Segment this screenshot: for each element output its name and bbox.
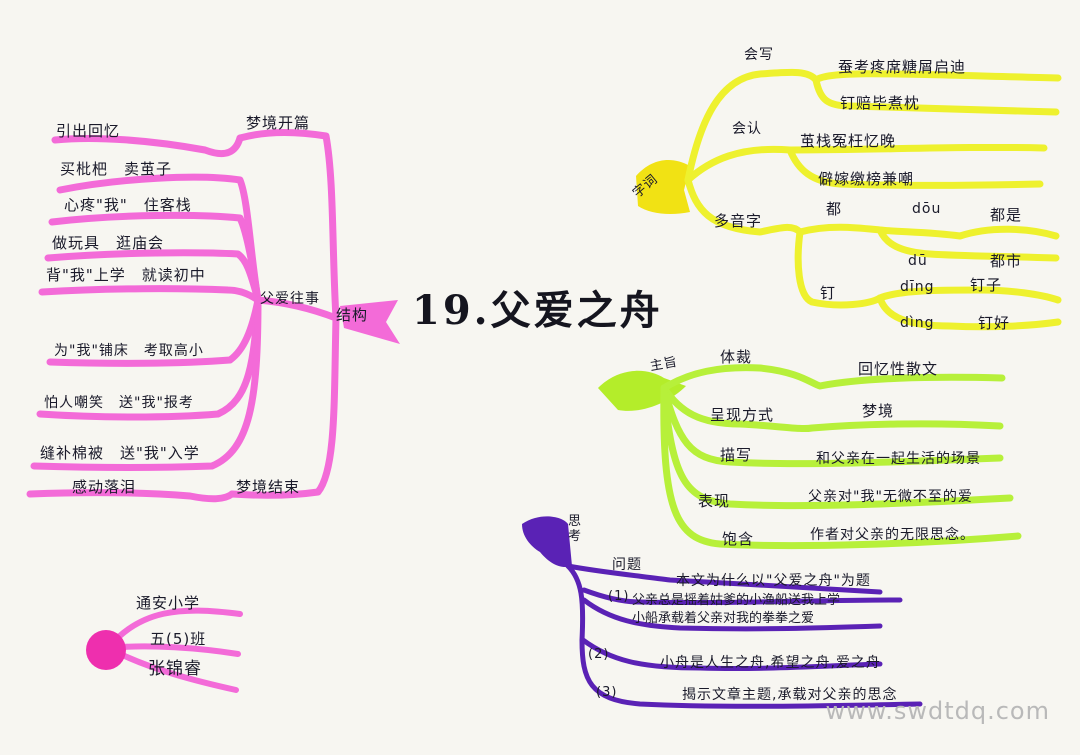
theme-row-4-key: 表现 — [698, 492, 731, 510]
structure-branch — [26, 129, 340, 503]
structure-item-6: 怕人嘲笑 送"我"报考 — [44, 395, 194, 411]
words-ding-pinyin-2: dìng — [900, 315, 935, 331]
watermark: www.swdtdq.com — [825, 697, 1050, 725]
words-write-1: 蚕考疼席糖屑启迪 — [838, 58, 967, 76]
structure-open-label: 梦境开篇 — [246, 114, 311, 132]
words-ding-char: 钉 — [820, 284, 837, 302]
words-ding-pinyin-1: dīng — [900, 279, 935, 295]
theme-row-4-value: 父亲对"我"无微不至的爱 — [808, 489, 973, 505]
words-du-char: 都 — [826, 200, 843, 218]
theme-row-5-key: 饱含 — [722, 530, 755, 548]
theme-row-5-value: 作者对父亲的无限思念。 — [810, 527, 975, 543]
think-branch — [565, 563, 923, 709]
words-read-1: 茧栈冤枉忆晚 — [800, 132, 897, 150]
words-read-label: 会认 — [732, 121, 762, 137]
link-item-7 — [30, 296, 262, 471]
theme-row-2-value: 梦境 — [862, 402, 895, 420]
author-school: 通安小学 — [136, 594, 201, 612]
structure-item-7: 缝补棉被 送"我"入学 — [40, 444, 200, 462]
words-du-word-1: 都是 — [990, 206, 1023, 224]
link-item-4 — [38, 285, 262, 304]
words-write-2: 钉赔毕煮枕 — [840, 94, 921, 112]
words-du-pinyin-1: dōu — [912, 201, 942, 217]
words-ding-word-1: 钉子 — [970, 276, 1003, 294]
think-answer-1b: 小船承载着父亲对我的拳拳之爱 — [632, 611, 815, 626]
theme-branch — [660, 364, 1022, 550]
page-title: 19.父爱之舟 — [412, 287, 663, 334]
think-num-2: (2) — [588, 647, 610, 662]
link-moved — [26, 489, 236, 503]
words-du-word-2: 都市 — [990, 252, 1023, 270]
think-num-1: (1) — [608, 589, 630, 604]
think-num-3: (3) — [596, 685, 618, 700]
structure-moved-label: 感动落泪 — [72, 478, 137, 496]
think-answer-1a: 父亲总是摇着姑爹的小渔船送我上学 — [632, 593, 841, 608]
link-structure-open — [236, 129, 340, 322]
theme-row-3-value: 和父亲在一起生活的场景 — [816, 451, 981, 467]
structure-item-1: 买枇杷 卖茧子 — [60, 160, 173, 178]
structure-item-4: 背"我"上学 就读初中 — [46, 266, 206, 284]
words-write-label: 会写 — [744, 47, 774, 63]
structure-root-arrow — [340, 300, 400, 344]
think-question-label: 问题 — [612, 557, 642, 573]
think-root-label: 思考 — [568, 514, 583, 544]
theme-root-blob — [598, 370, 686, 411]
theme-row-1-key: 体裁 — [720, 348, 753, 366]
think-question-text: 本文为什么以"父爱之舟"为题 — [676, 573, 871, 589]
structure-item-5: 为"我"铺床 考取高小 — [54, 343, 204, 359]
words-poly-label: 多音字 — [714, 212, 763, 230]
structure-root-label: 结构 — [336, 306, 369, 324]
structure-mid-label: 父爱往事 — [260, 291, 320, 307]
link-structure-end — [228, 314, 340, 499]
words-root-blob — [636, 160, 690, 214]
author-name: 张锦睿 — [148, 659, 202, 679]
think-root-blob — [522, 516, 572, 568]
structure-end-label: 梦境结束 — [236, 478, 301, 496]
words-ding-word-2: 钉好 — [978, 314, 1011, 332]
link-recall — [51, 134, 244, 157]
words-read-2: 僻嫁缴榜兼嘲 — [818, 170, 915, 188]
theme-row-2-key: 呈现方式 — [710, 406, 775, 424]
structure-item-2: 心疼"我" 住客栈 — [64, 196, 192, 214]
theme-row-3-key: 描写 — [720, 446, 753, 464]
link-item-2 — [48, 211, 262, 304]
words-branch — [684, 68, 1062, 331]
think-answer-2: 小舟是人生之舟,希望之舟,爱之舟 — [660, 655, 881, 671]
author-blob — [86, 630, 126, 670]
link-mid — [254, 296, 340, 322]
theme-row-1-value: 回忆性散文 — [858, 360, 939, 378]
link-item-3 — [44, 249, 262, 304]
words-du-pinyin-2: dū — [908, 253, 928, 269]
structure-item-3: 做玩具 逛庙会 — [52, 234, 165, 252]
think-answer-3: 揭示文章主题,承载对父亲的思念 — [682, 687, 898, 703]
structure-recall-label: 引出回忆 — [56, 122, 121, 140]
author-class: 五(5)班 — [150, 630, 207, 648]
link-item-5 — [46, 296, 262, 367]
link-item-6 — [36, 296, 262, 421]
